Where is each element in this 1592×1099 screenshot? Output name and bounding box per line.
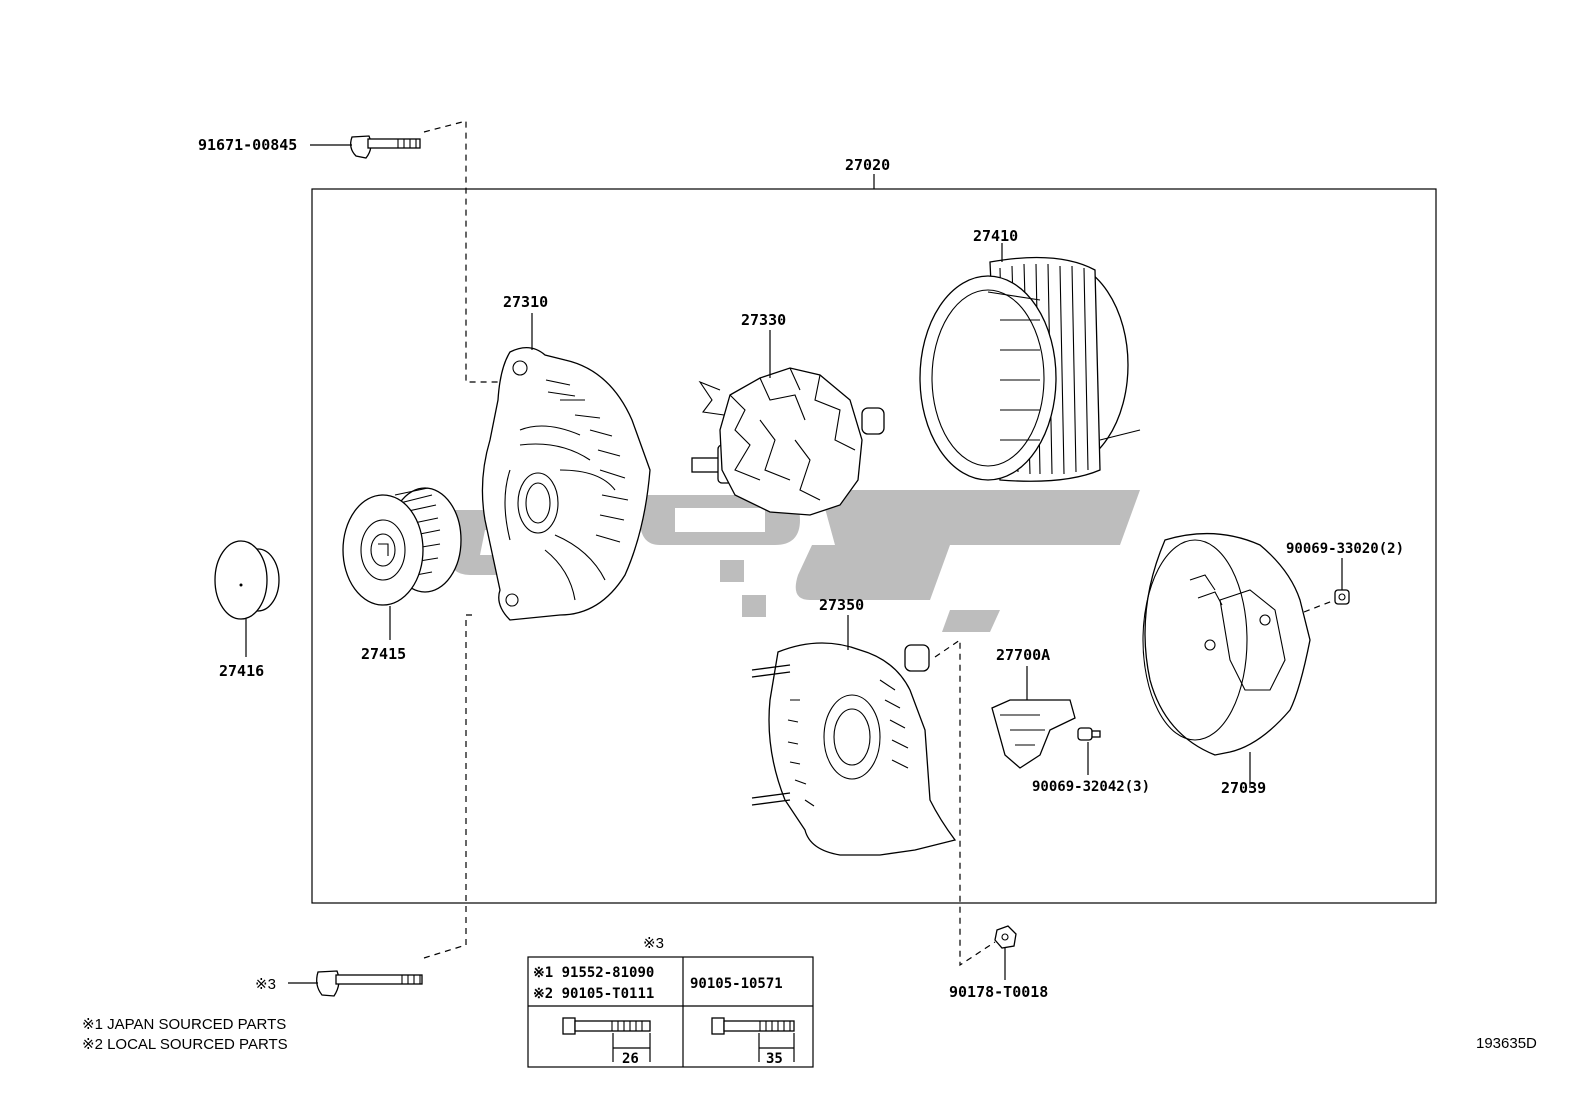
part-label-27700A[interactable]: 27700A bbox=[996, 646, 1050, 664]
bolt-ref3[interactable] bbox=[316, 970, 423, 997]
dash-line-nut bbox=[934, 638, 996, 967]
table-dim-1: 26 bbox=[622, 1051, 639, 1067]
part-label-90178-T0018[interactable]: 90178-T0018 bbox=[949, 983, 1048, 1001]
part-label-27310[interactable]: 27310 bbox=[503, 293, 548, 311]
part-label-27415[interactable]: 27415 bbox=[361, 645, 406, 663]
dash-line-nut-33020 bbox=[1303, 599, 1336, 613]
nut-90178-T0018[interactable] bbox=[994, 925, 1017, 949]
part-label-27350[interactable]: 27350 bbox=[819, 596, 864, 614]
part-label-27330[interactable]: 27330 bbox=[741, 311, 786, 329]
rotor-27330[interactable] bbox=[691, 367, 885, 516]
part-label-27039[interactable]: 27039 bbox=[1221, 779, 1266, 797]
part-label-90069-33020[interactable]: 90069-33020(2) bbox=[1286, 541, 1404, 557]
note-local-sourced: ※2 LOCAL SOURCED PARTS bbox=[82, 1036, 288, 1053]
note-japan-sourced: ※1 JAPAN SOURCED PARTS bbox=[82, 1016, 286, 1033]
ref3-label[interactable]: ※3 bbox=[255, 976, 276, 993]
part-label-27020[interactable]: 27020 bbox=[845, 156, 890, 174]
pulley-27415[interactable] bbox=[342, 487, 462, 606]
table-bolt-1 bbox=[562, 1017, 651, 1062]
rectifier-end-frame-27350[interactable] bbox=[751, 642, 957, 856]
screw-90069-32042[interactable] bbox=[1077, 727, 1101, 741]
stator-27410[interactable] bbox=[919, 256, 1141, 482]
part-label-27416[interactable]: 27416 bbox=[219, 662, 264, 680]
part-label-91671-00845[interactable]: 91671-00845 bbox=[198, 136, 297, 154]
bolt-91671-00845[interactable] bbox=[350, 135, 421, 159]
part-label-27410[interactable]: 27410 bbox=[973, 227, 1018, 245]
table-bolt-2 bbox=[711, 1017, 795, 1062]
dash-line-bolt-top bbox=[423, 120, 508, 383]
table-cell-part-3[interactable]: 90105-10571 bbox=[690, 976, 783, 992]
table-cell-part-2[interactable]: ※2 90105-T0111 bbox=[533, 986, 654, 1002]
table-header: ※3 bbox=[643, 935, 664, 952]
part-label-90069-32042[interactable]: 90069-32042(3) bbox=[1032, 779, 1150, 795]
rear-cover-27039[interactable] bbox=[1142, 532, 1311, 756]
cap-27416[interactable] bbox=[214, 540, 280, 620]
nut-90069-33020[interactable] bbox=[1334, 589, 1350, 605]
diagram-id: 193635D bbox=[1476, 1035, 1537, 1052]
dash-line-bolt-bottom bbox=[423, 614, 472, 959]
brush-holder-27700A[interactable] bbox=[991, 699, 1076, 769]
reference-table: ※3 ※1 91552-81090 ※2 90105-T0111 90105-1… bbox=[527, 935, 814, 1068]
table-cell-part-1[interactable]: ※1 91552-81090 bbox=[533, 965, 654, 981]
table-dim-2: 35 bbox=[766, 1051, 783, 1067]
drive-end-frame-27310[interactable] bbox=[481, 347, 651, 621]
